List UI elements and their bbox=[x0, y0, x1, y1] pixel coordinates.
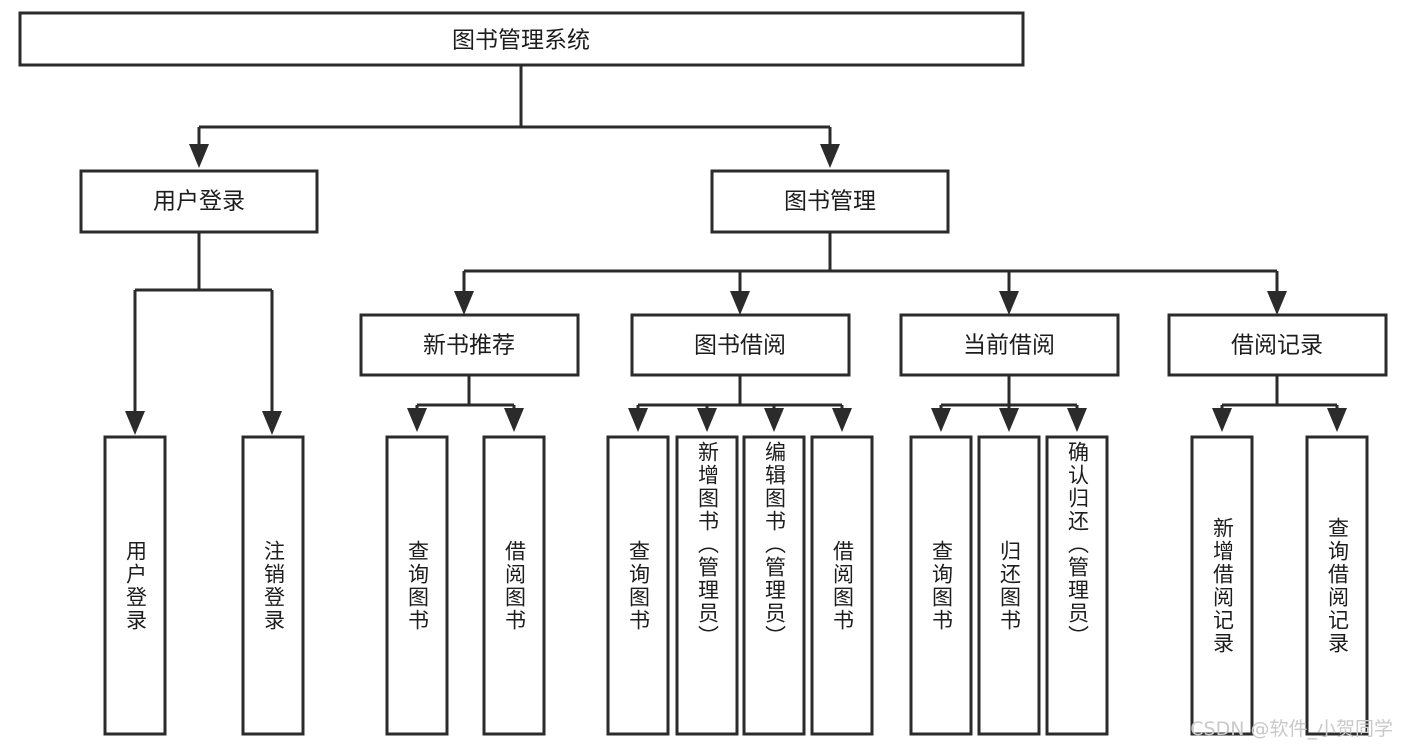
arrowhead-user-login-leaf-0 bbox=[125, 411, 145, 435]
node-book-borrow-box bbox=[630, 313, 851, 377]
node-book-management[interactable]: 图书管理 bbox=[710, 169, 950, 234]
arrowhead-new-book-leaf-0 bbox=[407, 408, 427, 432]
arrowhead-book-mgmt-c1 bbox=[730, 291, 750, 315]
arrowhead-new-book-leaf-1 bbox=[504, 408, 524, 432]
leaf-book-borrow-0-box[interactable] bbox=[606, 435, 670, 736]
connector-group-book-borrow bbox=[628, 375, 852, 432]
connector-group-new-book-recommend bbox=[407, 375, 524, 432]
node-borrow-record-label: 借阅记录 bbox=[1231, 333, 1323, 359]
node-user-login-label: 用户登录 bbox=[153, 189, 245, 215]
arrowhead-book-borrow-leaf-3 bbox=[832, 408, 852, 432]
arrowhead-root-to-book-mgmt bbox=[820, 144, 840, 168]
leaf-group-book-borrow bbox=[606, 435, 874, 736]
node-new-book-recommend-label: 新书推荐 bbox=[423, 333, 515, 359]
arrowhead-book-borrow-leaf-2 bbox=[764, 408, 784, 432]
node-user-login-box bbox=[79, 169, 319, 234]
node-book-management-box bbox=[710, 169, 950, 234]
watermark-text: CSDN @软件_小贺同学 bbox=[1190, 718, 1393, 740]
connector-group-user-login bbox=[125, 232, 282, 435]
leaf-new-book-0-box[interactable] bbox=[385, 435, 449, 736]
connector-group-root bbox=[189, 65, 840, 168]
node-new-book-recommend[interactable]: 新书推荐 bbox=[359, 313, 580, 377]
node-current-borrow-box bbox=[899, 313, 1120, 377]
arrowhead-book-borrow-leaf-1 bbox=[697, 408, 717, 432]
node-borrow-record[interactable]: 借阅记录 bbox=[1167, 313, 1388, 377]
leaf-borrow-record-1-box[interactable] bbox=[1305, 435, 1369, 736]
leaf-group-new-book-recommend bbox=[385, 435, 546, 736]
leaf-group-user-login bbox=[103, 435, 305, 736]
leaf-user-login-0-box[interactable] bbox=[103, 435, 167, 736]
arrowhead-book-mgmt-c2 bbox=[999, 291, 1019, 315]
node-user-login[interactable]: 用户登录 bbox=[79, 169, 319, 234]
node-book-management-label: 图书管理 bbox=[784, 189, 876, 215]
arrowhead-book-borrow-leaf-0 bbox=[628, 408, 648, 432]
node-root-system-label: 图书管理系统 bbox=[452, 28, 590, 54]
node-book-borrow-label: 图书借阅 bbox=[694, 333, 786, 359]
node-root-system[interactable]: 图书管理系统 bbox=[18, 11, 1025, 67]
leaf-group-current-borrow bbox=[909, 435, 1109, 736]
leaf-borrow-record-0-box[interactable] bbox=[1190, 435, 1254, 736]
leaf-current-borrow-0-box[interactable] bbox=[909, 435, 973, 736]
arrowhead-current-borrow-leaf-0 bbox=[931, 408, 951, 432]
node-root-system-box bbox=[18, 11, 1025, 67]
leaf-book-borrow-1-box[interactable] bbox=[675, 435, 739, 736]
arrowhead-user-login-leaf-1 bbox=[262, 411, 282, 435]
leaf-current-borrow-2-box[interactable] bbox=[1045, 435, 1109, 736]
node-book-borrow[interactable]: 图书借阅 bbox=[630, 313, 851, 377]
arrowhead-book-mgmt-c0 bbox=[454, 291, 474, 315]
connector-group-book-mgmt bbox=[454, 232, 1287, 315]
node-new-book-recommend-box bbox=[359, 313, 580, 377]
arrowhead-root-to-user-login bbox=[189, 144, 209, 168]
leaf-group-borrow-record bbox=[1190, 435, 1369, 736]
leaf-book-borrow-3-box[interactable] bbox=[810, 435, 874, 736]
arrowhead-borrow-record-leaf-0 bbox=[1212, 408, 1232, 432]
node-borrow-record-box bbox=[1167, 313, 1388, 377]
leaf-current-borrow-1-box[interactable] bbox=[977, 435, 1041, 736]
arrowhead-book-mgmt-c3 bbox=[1267, 291, 1287, 315]
leaf-book-borrow-2-box[interactable] bbox=[742, 435, 806, 736]
arrowhead-borrow-record-leaf-1 bbox=[1327, 408, 1347, 432]
leaf-user-login-1-box[interactable] bbox=[241, 435, 305, 736]
arrowhead-current-borrow-leaf-1 bbox=[999, 408, 1019, 432]
node-current-borrow-label: 当前借阅 bbox=[963, 333, 1055, 359]
connector-group-borrow-record bbox=[1212, 375, 1347, 432]
arrowhead-current-borrow-leaf-2 bbox=[1067, 408, 1087, 432]
connector-group-current-borrow bbox=[931, 375, 1087, 432]
node-current-borrow[interactable]: 当前借阅 bbox=[899, 313, 1120, 377]
leaf-new-book-1-box[interactable] bbox=[482, 435, 546, 736]
